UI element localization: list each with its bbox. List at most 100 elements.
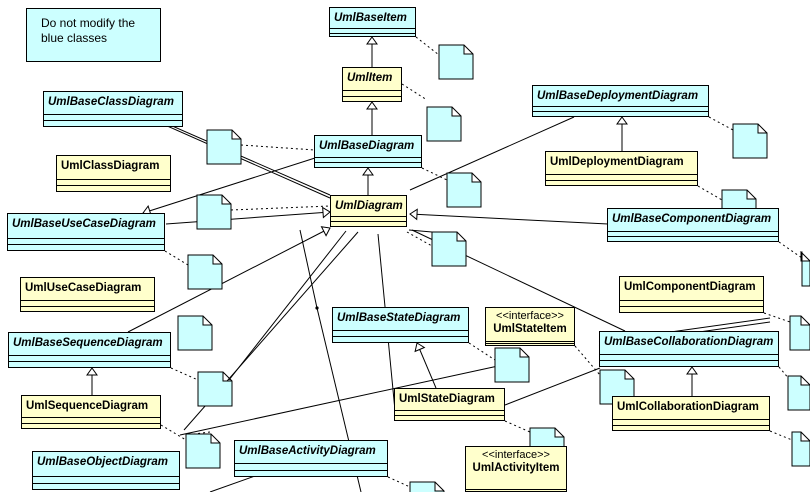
class-uml-use-case-diagram[interactable]: UmlUseCaseDiagram [20,277,155,312]
note-icon[interactable] [789,315,810,351]
note-icon[interactable] [431,231,467,267]
note-link [697,185,723,201]
compartment-divider [343,96,401,97]
class-uml-base-use-case-diagram[interactable]: UmlBaseUseCaseDiagram [7,213,165,251]
compartment-divider [22,423,160,424]
class-uml-activity-item[interactable]: <<interface>>UmlActivityItem [465,446,567,492]
compartment-divider [486,343,574,344]
compartment-divider [333,330,468,331]
note-icon[interactable] [438,44,474,80]
class-uml-base-activity-diagram[interactable]: UmlBaseActivityDiagram [234,440,388,477]
connector-line [408,229,433,233]
class-uml-base-sequence-diagram[interactable]: UmlBaseSequenceDiagram [8,332,171,368]
note-icon[interactable] [446,172,482,208]
note-icon[interactable] [185,433,221,469]
note-icon[interactable] [206,129,242,165]
note-link [778,241,803,259]
note-icon[interactable] [799,251,810,287]
generalization-arrowhead [616,116,628,125]
class-uml-base-component-diagram[interactable]: UmlBaseComponentDiagram [607,208,779,242]
generalization-arrowhead [414,342,426,353]
note-icon[interactable] [187,254,223,290]
note-icon[interactable] [426,106,462,142]
class-uml-base-deployment-diagram[interactable]: UmlBaseDeploymentDiagram [532,85,709,117]
note-icon[interactable] [494,347,530,383]
connector-line [228,230,347,381]
note-icon[interactable] [732,123,768,159]
note-icon[interactable] [196,194,232,230]
note-do-not-modify[interactable]: Do not modify the blue classes [26,8,161,62]
class-uml-collaboration-diagram[interactable]: UmlCollaborationDiagram [612,396,770,431]
class-uml-component-diagram[interactable]: UmlComponentDiagram [619,276,764,313]
class-stereotype: <<interface>> [482,449,550,461]
class-uml-deployment-diagram[interactable]: UmlDeploymentDiagram [545,151,698,186]
note-icon[interactable] [791,431,810,467]
class-name: UmlBaseSequenceDiagram [13,337,163,349]
note-link [421,167,448,181]
compartment-divider [33,476,179,477]
class-uml-diagram[interactable]: UmlDiagram [330,195,407,227]
class-uml-base-item[interactable]: UmlBaseItem [329,7,416,37]
class-name: UmlCollaborationDiagram [617,401,759,413]
compartment-divider [533,111,708,112]
note-link [401,83,428,101]
compartment-divider [22,417,160,418]
connector-line [179,365,499,436]
note-icon[interactable] [409,481,445,492]
class-uml-base-diagram[interactable]: UmlBaseDiagram [314,135,422,168]
class-name: UmlBaseCollaborationDiagram [604,336,774,348]
compartment-divider [466,489,566,490]
compartment-divider [330,28,415,29]
class-uml-base-collaboration-diagram[interactable]: UmlBaseCollaborationDiagram [599,331,779,367]
class-uml-base-class-diagram[interactable]: UmlBaseClassDiagram [43,91,183,127]
class-name: UmlClassDiagram [61,160,160,172]
class-uml-state-diagram[interactable]: UmlStateDiagram [394,388,505,421]
compartment-divider [330,33,415,34]
compartment-divider [57,185,170,186]
connector-line [165,211,331,225]
note-icon[interactable] [197,371,233,407]
connector-line [164,124,331,199]
note-icon[interactable] [177,315,213,351]
compartment-divider [395,410,504,411]
class-name: UmlBaseDiagram [319,140,415,152]
compartment-divider [546,180,697,181]
note-link [574,345,601,376]
generalization-arrowhead [366,36,378,45]
compartment-divider [315,157,421,158]
note-link [164,250,189,266]
generalization-arrowhead [409,208,418,221]
compartment-divider [600,360,778,361]
connector-line [299,229,318,309]
compartment-divider [533,106,708,107]
class-uml-sequence-diagram[interactable]: UmlSequenceDiagram [21,395,161,429]
compartment-divider [608,231,778,232]
class-name: UmlSequenceDiagram [26,400,149,412]
note-icon[interactable] [599,369,635,405]
class-uml-item[interactable]: UmlItem [342,67,402,102]
compartment-divider [44,114,182,115]
class-name: UmlBaseActivityDiagram [239,445,376,457]
class-name: UmlBaseClassDiagram [48,96,174,108]
connector-bend-point [315,306,319,310]
class-uml-base-object-diagram[interactable]: UmlBaseObjectDiagram [32,451,180,490]
class-uml-class-diagram[interactable]: UmlClassDiagram [56,155,171,192]
class-name: UmlBaseObjectDiagram [37,456,169,468]
note-icon[interactable] [787,375,810,411]
generalization-arrowhead [362,167,374,176]
class-uml-state-item[interactable]: <<interface>>UmlStateItem [485,307,575,346]
class-name: UmlBaseDeploymentDiagram [537,90,699,102]
class-name: UmlStateDiagram [399,393,495,405]
class-name: UmlBaseStateDiagram [337,312,461,324]
compartment-divider [608,236,778,237]
class-uml-base-state-diagram[interactable]: UmlBaseStateDiagram [332,307,469,343]
class-name: UmlBaseUseCaseDiagram [12,218,156,230]
compartment-divider [546,174,697,175]
compartment-divider [331,221,406,222]
compartment-divider [21,300,154,301]
generalization-arrowheads [86,36,698,376]
note-link [504,420,531,433]
compartment-divider [33,483,179,484]
note-link [708,116,734,131]
compartment-divider [486,341,574,342]
